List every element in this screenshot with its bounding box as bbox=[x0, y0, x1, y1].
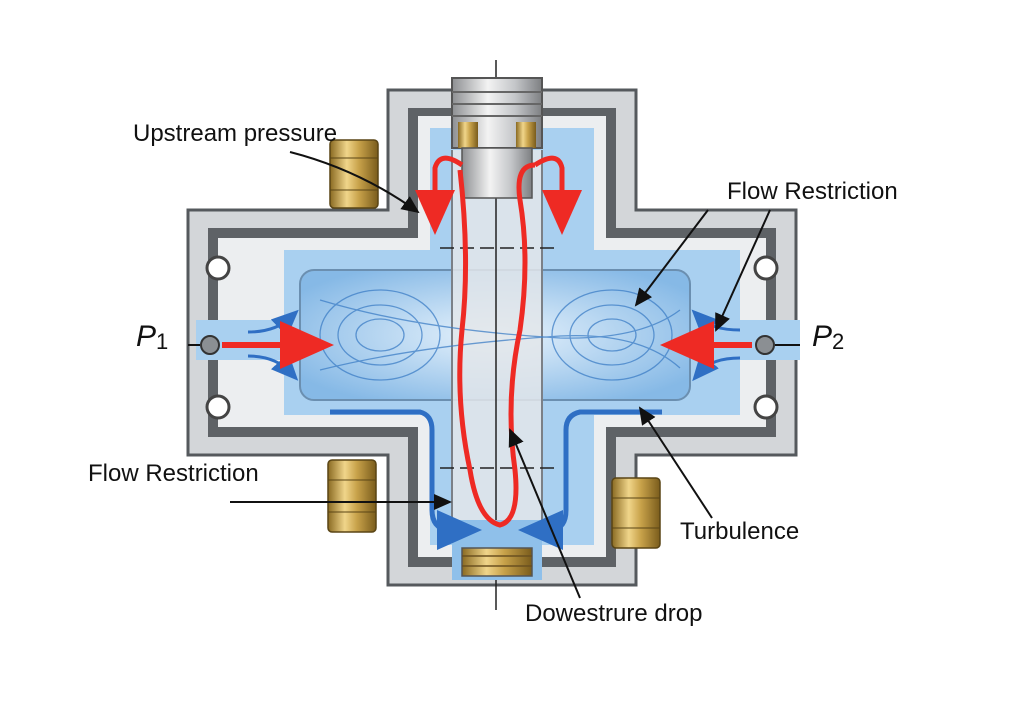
leader-lines bbox=[230, 151, 771, 599]
red-flow-arrows bbox=[222, 155, 752, 528]
blue-flow-arrows bbox=[247, 309, 741, 550]
p1-letter: P bbox=[136, 320, 157, 353]
p1-port-marker bbox=[200, 335, 220, 355]
flow-restriction-left-label: Flow Restriction bbox=[88, 460, 259, 487]
p2-label: P2 bbox=[812, 320, 844, 355]
brass-fitting bbox=[327, 139, 661, 549]
top-plug bbox=[451, 77, 543, 199]
p2-letter: P bbox=[812, 320, 833, 353]
flow-restriction-right-label: Flow Restriction bbox=[727, 178, 898, 205]
bottom-plug bbox=[452, 520, 542, 580]
p2-port-marker bbox=[755, 335, 775, 355]
turbulence-label: Turbulence bbox=[680, 518, 800, 545]
mounting-hole bbox=[205, 255, 779, 420]
p1-label: P1 bbox=[136, 320, 168, 355]
p2-subscript: 2 bbox=[832, 329, 845, 354]
p1-subscript: 1 bbox=[156, 329, 169, 354]
upstream-pressure-label: Upstream pressure bbox=[133, 120, 338, 147]
downstream-drop-label: Dowestrure drop bbox=[525, 600, 703, 627]
